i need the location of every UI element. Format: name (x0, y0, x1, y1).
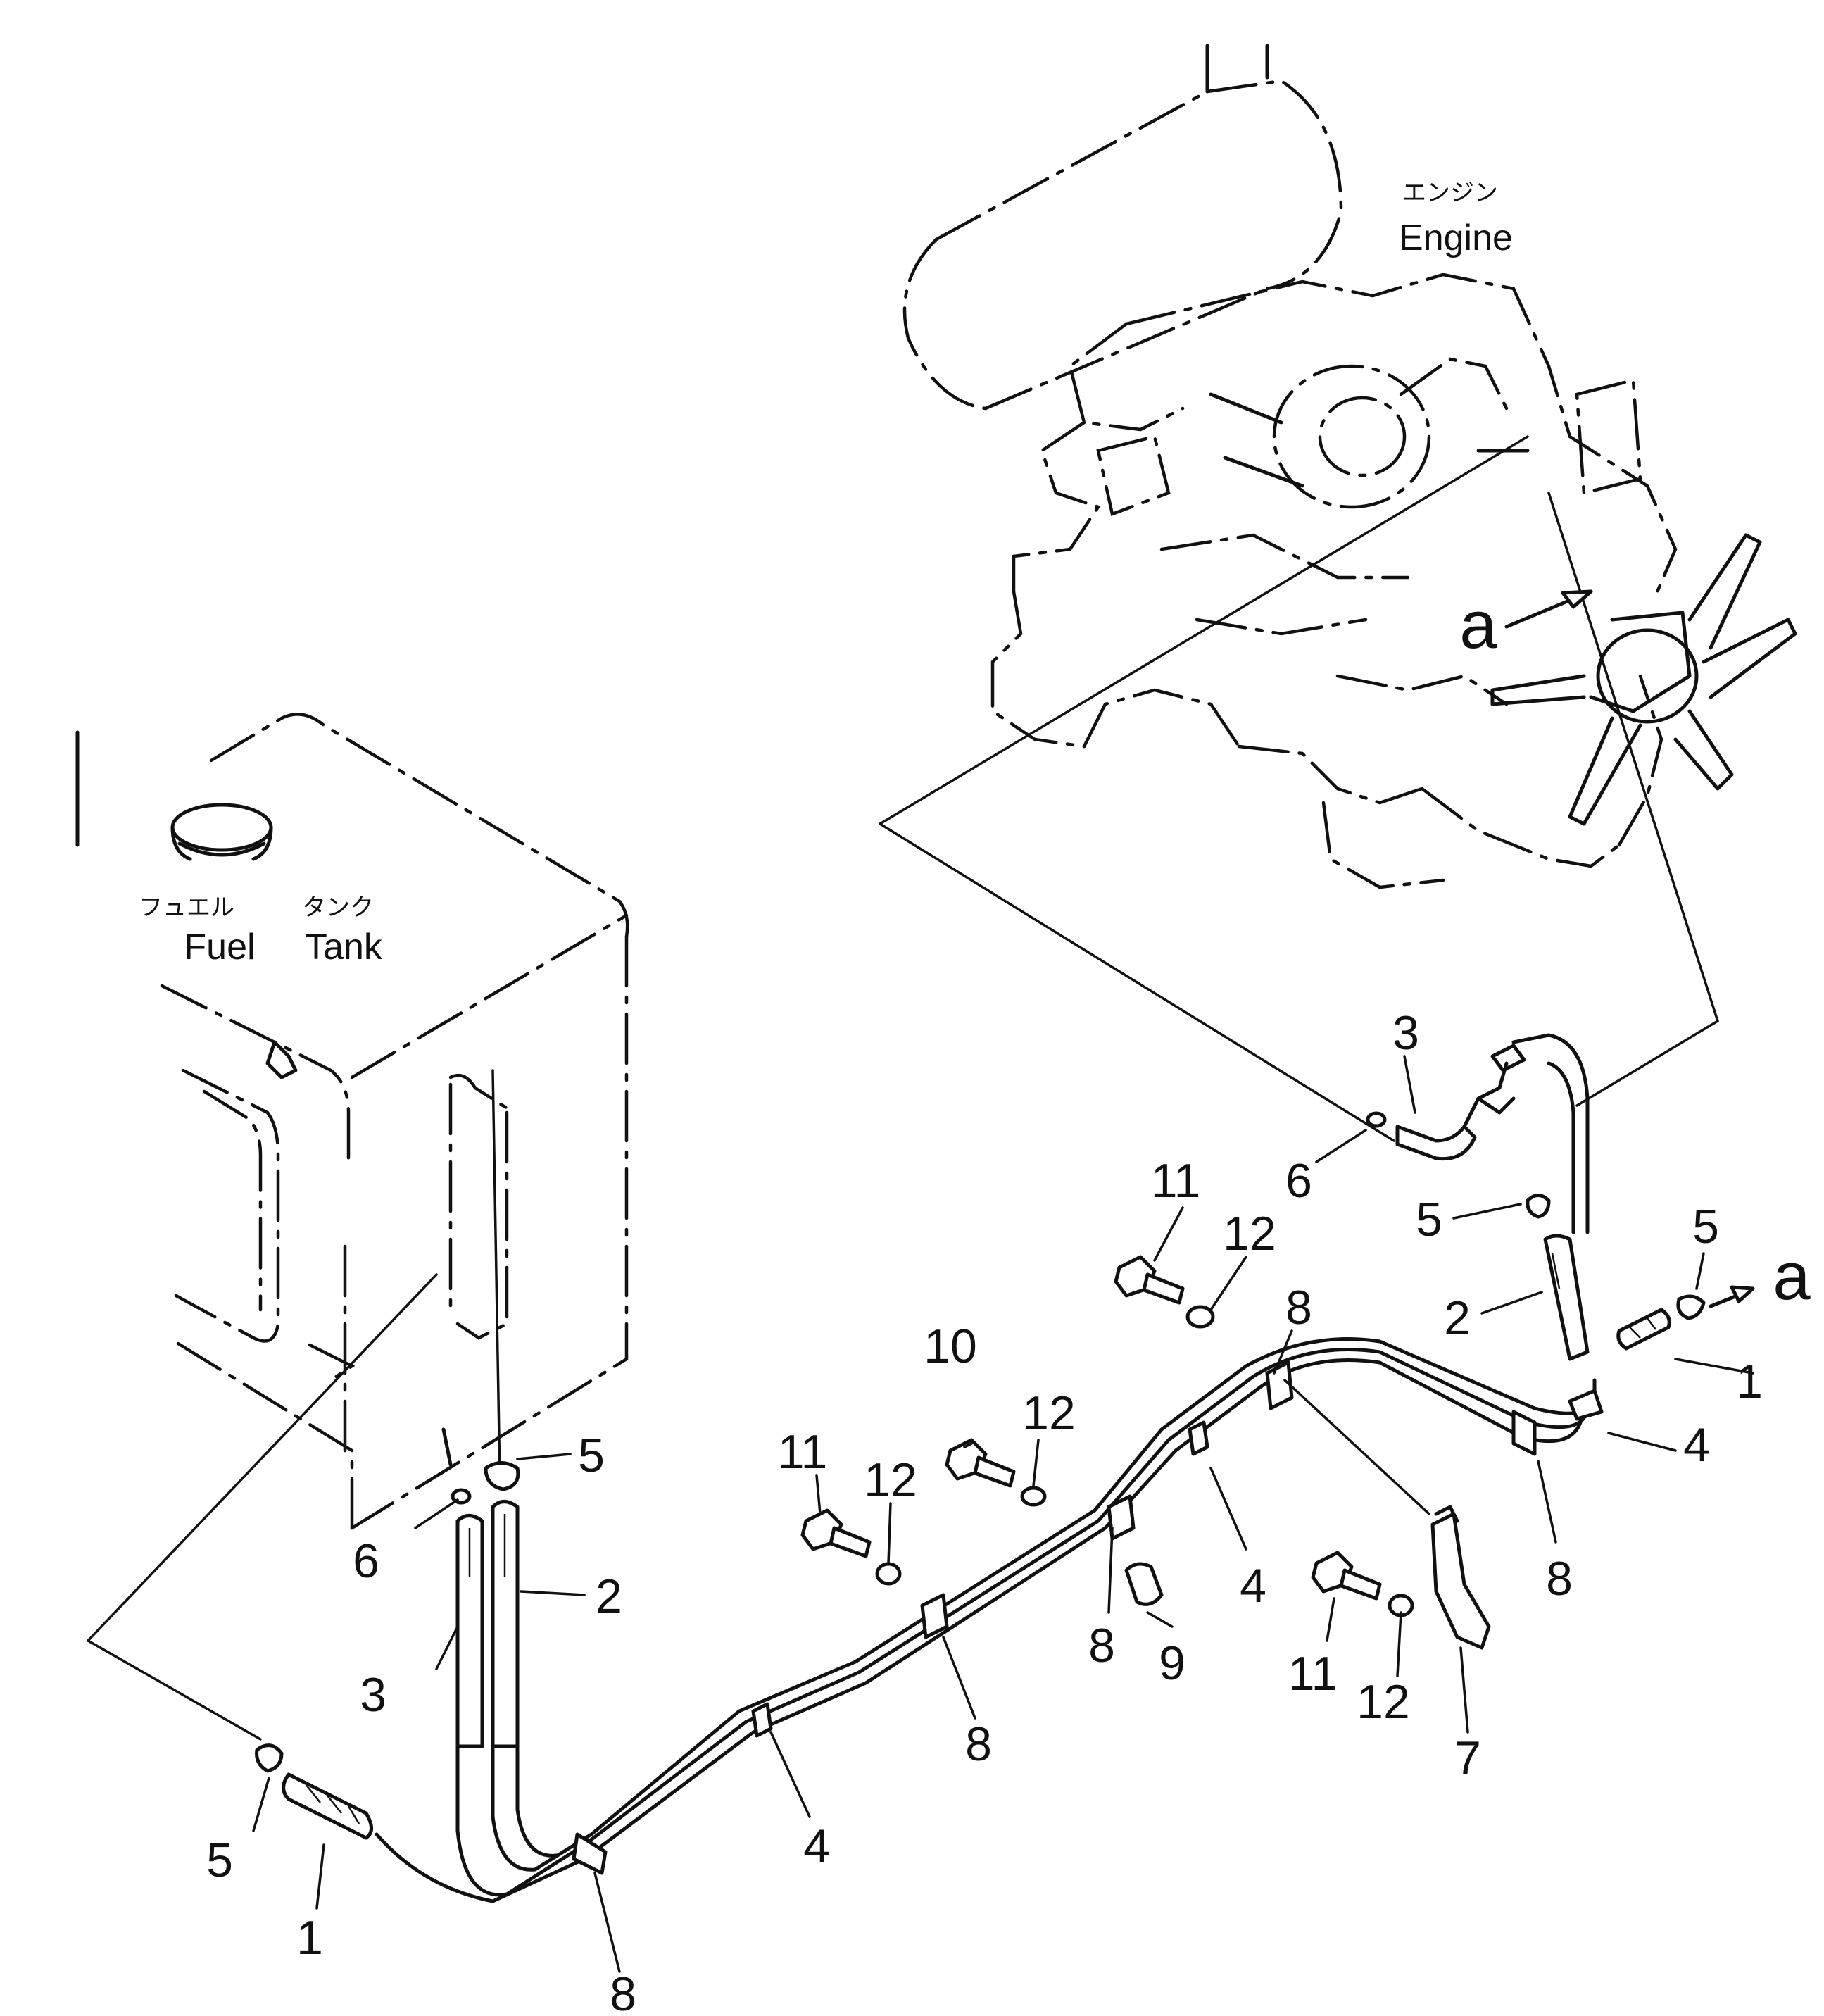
engine-label-jp: エンジン (1402, 179, 1498, 207)
callout-8-engine: 8 (1546, 1552, 1573, 1605)
callout-12-c10: 12 (1022, 1386, 1076, 1440)
fuel-cap-icon (170, 803, 273, 861)
callout-10: 10 (924, 1320, 977, 1373)
fasteners (800, 1255, 1491, 1650)
callout-12-left: 12 (864, 1453, 917, 1507)
view-a-arrow-engine: a (1459, 587, 1593, 663)
callout-7: 7 (1454, 1732, 1481, 1785)
callout-1-tank: 1 (296, 1911, 323, 1965)
callout-5-engine: 5 (1416, 1193, 1442, 1246)
tank-label-jp: タンク (302, 894, 374, 922)
fuel-label-jp: フュエル (139, 894, 234, 922)
callout-4-pipe-b: 4 (803, 1820, 830, 1873)
callout-2-tank: 2 (596, 1570, 622, 1623)
callout-6-tank: 6 (353, 1534, 379, 1588)
tank-label: Tank (305, 927, 383, 968)
callout-3-engine: 3 (1392, 1006, 1419, 1060)
view-a-label-pipe: a (1773, 1239, 1811, 1314)
fuel-tank-outline (75, 713, 629, 1530)
callout-9: 9 (1159, 1636, 1185, 1690)
callout-4-engine: 4 (1683, 1418, 1710, 1472)
callout-11-mid: 11 (1151, 1154, 1201, 1208)
fuel-label: Fuel (184, 927, 255, 968)
engine-side-parts: a (1366, 1044, 1811, 1361)
callout-4-pipe: 4 (1240, 1559, 1266, 1613)
callout-8-bottom: 8 (610, 1967, 636, 2016)
callout-8-mid: 8 (1285, 1281, 1312, 1334)
callout-12-bracket: 12 (1357, 1675, 1410, 1729)
engine-outline (902, 44, 1678, 889)
view-a-label-engine: a (1459, 587, 1497, 663)
callout-8-pipe-b: 8 (965, 1717, 992, 1771)
engine-label: Engine (1399, 218, 1513, 258)
callout-12-mid: 12 (1223, 1207, 1276, 1260)
tank-frame (87, 1069, 501, 1741)
callout-2-engine: 2 (1444, 1291, 1471, 1345)
callout-leaders (252, 1055, 1754, 1973)
callout-numbers: 3 6 5 2 4 8 1 5 11 12 8 10 12 11 12 4 8 … (206, 1006, 1763, 2016)
callout-11-left: 11 (778, 1425, 828, 1479)
tank-hoses (255, 1461, 520, 1840)
engine-frame (879, 435, 1719, 1142)
callout-5-tank: 5 (578, 1429, 605, 1482)
callout-1-engine: 1 (1736, 1355, 1763, 1408)
callout-5-right: 5 (1692, 1200, 1719, 1253)
callout-3-tank: 3 (360, 1668, 386, 1722)
callout-6-engine: 6 (1285, 1154, 1312, 1208)
fan-icon (1490, 533, 1797, 826)
callout-5-tank-bottom: 5 (206, 1834, 233, 1887)
callout-8-pipe-a: 8 (1088, 1619, 1115, 1672)
callout-11-bracket: 11 (1288, 1647, 1338, 1701)
